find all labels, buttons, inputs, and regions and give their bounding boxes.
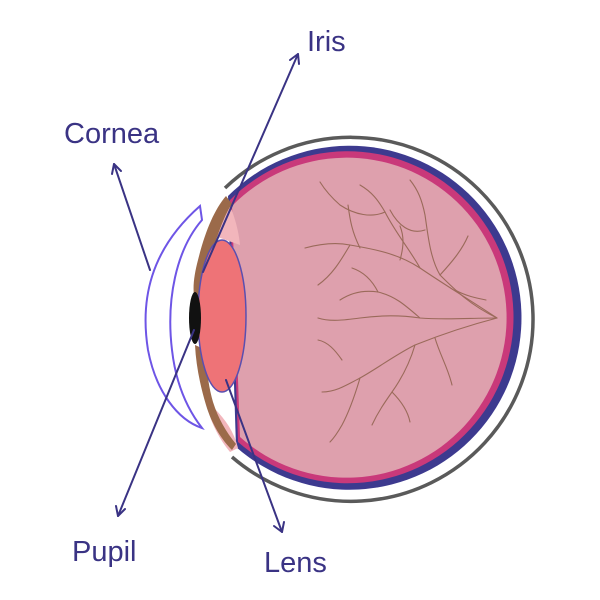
retinal-veins: [304, 179, 498, 443]
lens: [197, 239, 247, 393]
iris-pointer: [202, 53, 300, 273]
cornea-label: Cornea: [64, 118, 160, 150]
cornea-pointer: [111, 163, 151, 271]
lens-pointer: [225, 379, 285, 533]
pupil-label: Pupil: [72, 536, 137, 568]
iris-label: Iris: [307, 26, 346, 58]
lens-label: Lens: [264, 547, 327, 579]
pupil-pointer: [115, 329, 195, 517]
pupil: [189, 292, 201, 344]
vitreous-body: [232, 157, 507, 478]
cornea: [144, 204, 205, 430]
sclera-outline: [223, 135, 535, 503]
